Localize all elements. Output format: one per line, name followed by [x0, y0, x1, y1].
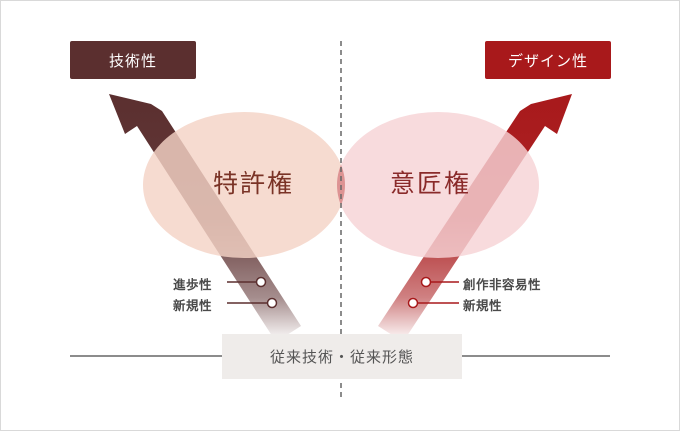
patent-ellipse	[143, 112, 345, 258]
patent-req-novelty: 新規性	[173, 298, 213, 313]
technical-box: 技術性	[70, 41, 196, 79]
design-right-label: 意匠権	[390, 169, 472, 198]
design-req-novelty: 新規性	[463, 298, 503, 313]
design-connector-2	[407, 297, 459, 309]
patent-right-label: 特許権	[213, 169, 295, 198]
patent-req-inventive-step: 進歩性	[173, 277, 213, 292]
design-box: デザイン性	[485, 41, 611, 79]
prior-art-box: 従来技術・従来形態	[222, 334, 462, 379]
design-connector-1	[420, 276, 459, 288]
design-ellipse	[337, 112, 539, 258]
design-req-non-obviousness: 創作非容易性	[463, 277, 542, 292]
patent-connector-1	[227, 276, 267, 288]
patent-connector-2	[227, 297, 278, 309]
